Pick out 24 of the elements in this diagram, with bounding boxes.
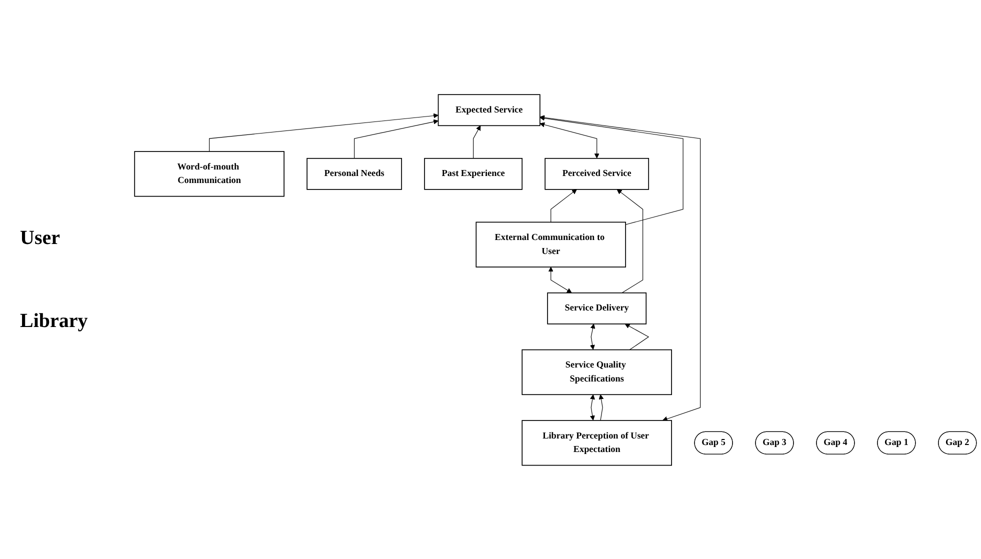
arrow — [590, 394, 595, 420]
node-box: Perceived Service — [544, 158, 650, 190]
node-box: Personal Needs — [306, 158, 402, 190]
node-box: Expected Service — [438, 94, 540, 126]
arrow — [354, 118, 438, 158]
arrow — [540, 114, 701, 421]
node-box: External Communication to User — [476, 221, 626, 267]
node-box: Past Experience — [424, 158, 523, 190]
arrow — [540, 122, 600, 158]
region-label: User — [20, 226, 61, 250]
region-label: Library — [20, 310, 89, 332]
arrow — [616, 188, 644, 293]
arrow — [624, 323, 650, 350]
arrow — [540, 115, 684, 224]
node-box: Library Perception of User Expectation — [522, 420, 672, 466]
arrow — [598, 394, 604, 420]
node-box: Word-of-mouth Communication — [134, 150, 284, 196]
arrow — [590, 323, 596, 350]
arrow — [550, 188, 577, 222]
node-box: Service Quality Specifications — [522, 348, 672, 395]
arrow — [473, 124, 481, 158]
arrow — [209, 112, 438, 152]
node-box: Service Delivery — [547, 292, 647, 324]
arrow — [548, 266, 572, 293]
